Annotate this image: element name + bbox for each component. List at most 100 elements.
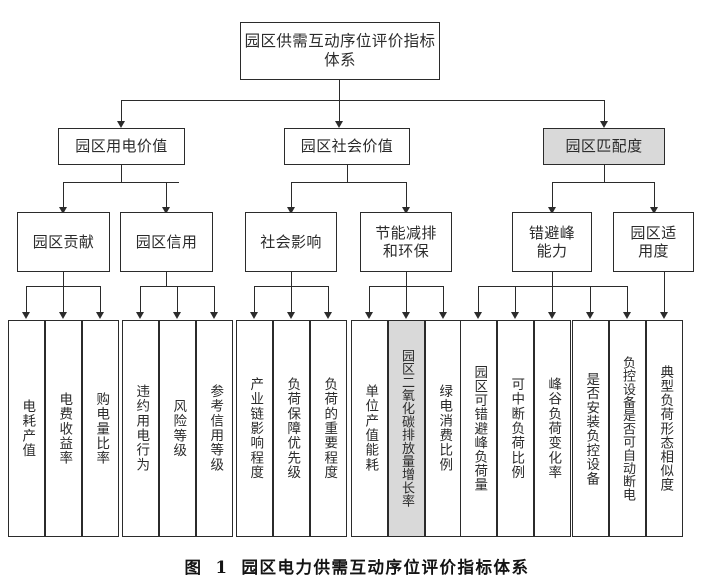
leaf-node-4: 风险等级 xyxy=(159,320,196,537)
arrowhead-leaf-13 xyxy=(511,312,519,319)
node-level2-1: 园区社会价值 xyxy=(284,128,410,165)
leaf-node-14: 峰谷负荷变化率 xyxy=(534,320,571,537)
leaf-node-17-label: 典型负荷形态相似度 xyxy=(657,365,674,492)
arrowhead-leaf-8 xyxy=(324,312,332,319)
figure-caption-title: 园区电力供需互动序位评价指标体系 xyxy=(241,558,530,577)
connector-l3-2-drop-1 xyxy=(291,286,292,312)
leaf-node-8-label: 负荷的重要程度 xyxy=(321,377,338,480)
arrowhead-leaf-9 xyxy=(365,312,373,319)
arrowhead-root-1 xyxy=(117,121,125,128)
connector-l3-2-stem xyxy=(291,272,292,286)
connector-l3-5-stem xyxy=(664,272,665,312)
node-root-label: 园区供需互动序位评价指标体系 xyxy=(244,32,436,69)
arrowhead-l2c-1 xyxy=(548,207,556,214)
arrowhead-leaf-17 xyxy=(660,312,668,319)
connector-l2c-drop-2 xyxy=(654,182,655,207)
leaf-node-4-label: 风险等级 xyxy=(170,399,187,458)
connector-root-stem xyxy=(339,80,340,100)
leaf-node-10-label: 园区二氧化碳排放量增长率 xyxy=(399,349,414,508)
leaf-node-11-label: 绿电消费比例 xyxy=(436,384,453,473)
leaf-node-12: 园区可错避峰负荷量 xyxy=(460,320,497,537)
connector-l3-1-stem xyxy=(166,272,167,286)
connector-l2a-bus xyxy=(63,182,179,183)
connector-root-drop-3 xyxy=(604,100,605,121)
connector-l3-1-drop-2 xyxy=(214,286,215,312)
node-level3-2: 社会影响 xyxy=(245,212,337,272)
arrowhead-leaf-5 xyxy=(210,312,218,319)
node-level3-0-label: 园区贡献 xyxy=(32,232,95,251)
arrowhead-leaf-4 xyxy=(173,312,181,319)
connector-l3-4-drop-4 xyxy=(627,286,628,312)
connector-l3-4-drop-3 xyxy=(590,286,591,312)
leaf-node-7: 负荷保障优先级 xyxy=(273,320,310,537)
leaf-node-1: 电费收益率 xyxy=(45,320,82,537)
node-level3-0: 园区贡献 xyxy=(17,212,110,272)
connector-l2b-bus xyxy=(291,182,406,183)
leaf-node-8: 负荷的重要程度 xyxy=(310,320,347,537)
arrowhead-leaf-6 xyxy=(250,312,258,319)
connector-l3-3-stem xyxy=(406,272,407,286)
arrowhead-leaf-2 xyxy=(96,312,104,319)
node-level2-2-label: 园区匹配度 xyxy=(565,137,643,156)
connector-l3-0-drop-1 xyxy=(63,286,64,312)
connector-l2b-drop-1 xyxy=(291,182,292,207)
arrowhead-root-3 xyxy=(600,121,608,128)
connector-l3-3-drop-1 xyxy=(406,286,407,312)
connector-l3-0-drop-0 xyxy=(26,286,27,312)
node-root: 园区供需互动序位评价指标体系 xyxy=(240,22,440,80)
connector-root-drop-1 xyxy=(121,100,122,121)
arrowhead-l2a-1 xyxy=(59,207,67,214)
leaf-node-17: 典型负荷形态相似度 xyxy=(646,320,683,537)
leaf-node-7-label: 负荷保障优先级 xyxy=(284,377,301,480)
arrowhead-l2b-1 xyxy=(287,207,295,214)
connector-l3-0-stem xyxy=(63,272,64,286)
node-level3-1-label: 园区信用 xyxy=(135,232,198,251)
node-level3-3-label: 节能减排和环保 xyxy=(375,223,437,260)
arrowhead-leaf-12 xyxy=(474,312,482,319)
arrowhead-leaf-0 xyxy=(22,312,30,319)
connector-root-drop-2 xyxy=(339,100,340,121)
arrowhead-leaf-3 xyxy=(136,312,144,319)
connector-l3-1-drop-0 xyxy=(140,286,141,312)
node-level3-5: 园区适用度 xyxy=(613,212,694,272)
connector-l3-4-drop-1 xyxy=(515,286,516,312)
connector-l2c-drop-1 xyxy=(552,182,553,207)
leaf-node-16: 负控设备是否可自动断电 xyxy=(609,320,646,537)
arrowhead-leaf-14 xyxy=(548,312,556,319)
figure-caption-prefix: 图 xyxy=(184,558,202,577)
connector-l3-1-drop-1 xyxy=(177,286,178,312)
connector-l2c-stem xyxy=(604,165,605,182)
node-level3-1: 园区信用 xyxy=(120,212,213,272)
arrowhead-root-2 xyxy=(335,121,343,128)
node-level3-4-label: 错避峰能力 xyxy=(528,223,576,260)
leaf-node-6: 产业链影响程度 xyxy=(236,320,273,537)
leaf-node-3-label: 违约用电行为 xyxy=(133,384,150,473)
connector-l3-2-drop-0 xyxy=(254,286,255,312)
node-level3-2-label: 社会影响 xyxy=(260,232,322,251)
connector-l3-4-stem xyxy=(552,272,553,286)
leaf-node-1-label: 电费收益率 xyxy=(56,391,73,466)
leaf-node-13: 可中断负荷比例 xyxy=(497,320,534,537)
connector-l2a-drop-2 xyxy=(166,182,167,207)
arrowhead-leaf-11 xyxy=(439,312,447,319)
connector-l2b-drop-2 xyxy=(406,182,407,207)
leaf-node-5: 参考信用等级 xyxy=(196,320,233,537)
arrowhead-l2b-2 xyxy=(402,207,410,214)
connector-root-bus xyxy=(121,100,604,101)
leaf-node-5-label: 参考信用等级 xyxy=(207,384,224,473)
connector-l3-0-drop-2 xyxy=(100,286,101,312)
connector-l2b-stem xyxy=(347,165,348,182)
leaf-node-11: 绿电消费比例 xyxy=(425,320,462,537)
arrowhead-leaf-10 xyxy=(402,312,410,319)
connector-l2c-bus xyxy=(552,182,654,183)
node-level3-3: 节能减排和环保 xyxy=(360,212,452,272)
leaf-node-2-label: 购电量比率 xyxy=(93,391,110,466)
connector-l2a-stem xyxy=(121,165,122,182)
leaf-node-9-label: 单位产值能耗 xyxy=(362,384,379,473)
leaf-node-0-label: 电耗产值 xyxy=(19,399,36,458)
connector-l3-4-drop-2 xyxy=(552,286,553,312)
connector-l3-3-drop-2 xyxy=(443,286,444,312)
node-level2-0-label: 园区用电价值 xyxy=(75,137,168,156)
